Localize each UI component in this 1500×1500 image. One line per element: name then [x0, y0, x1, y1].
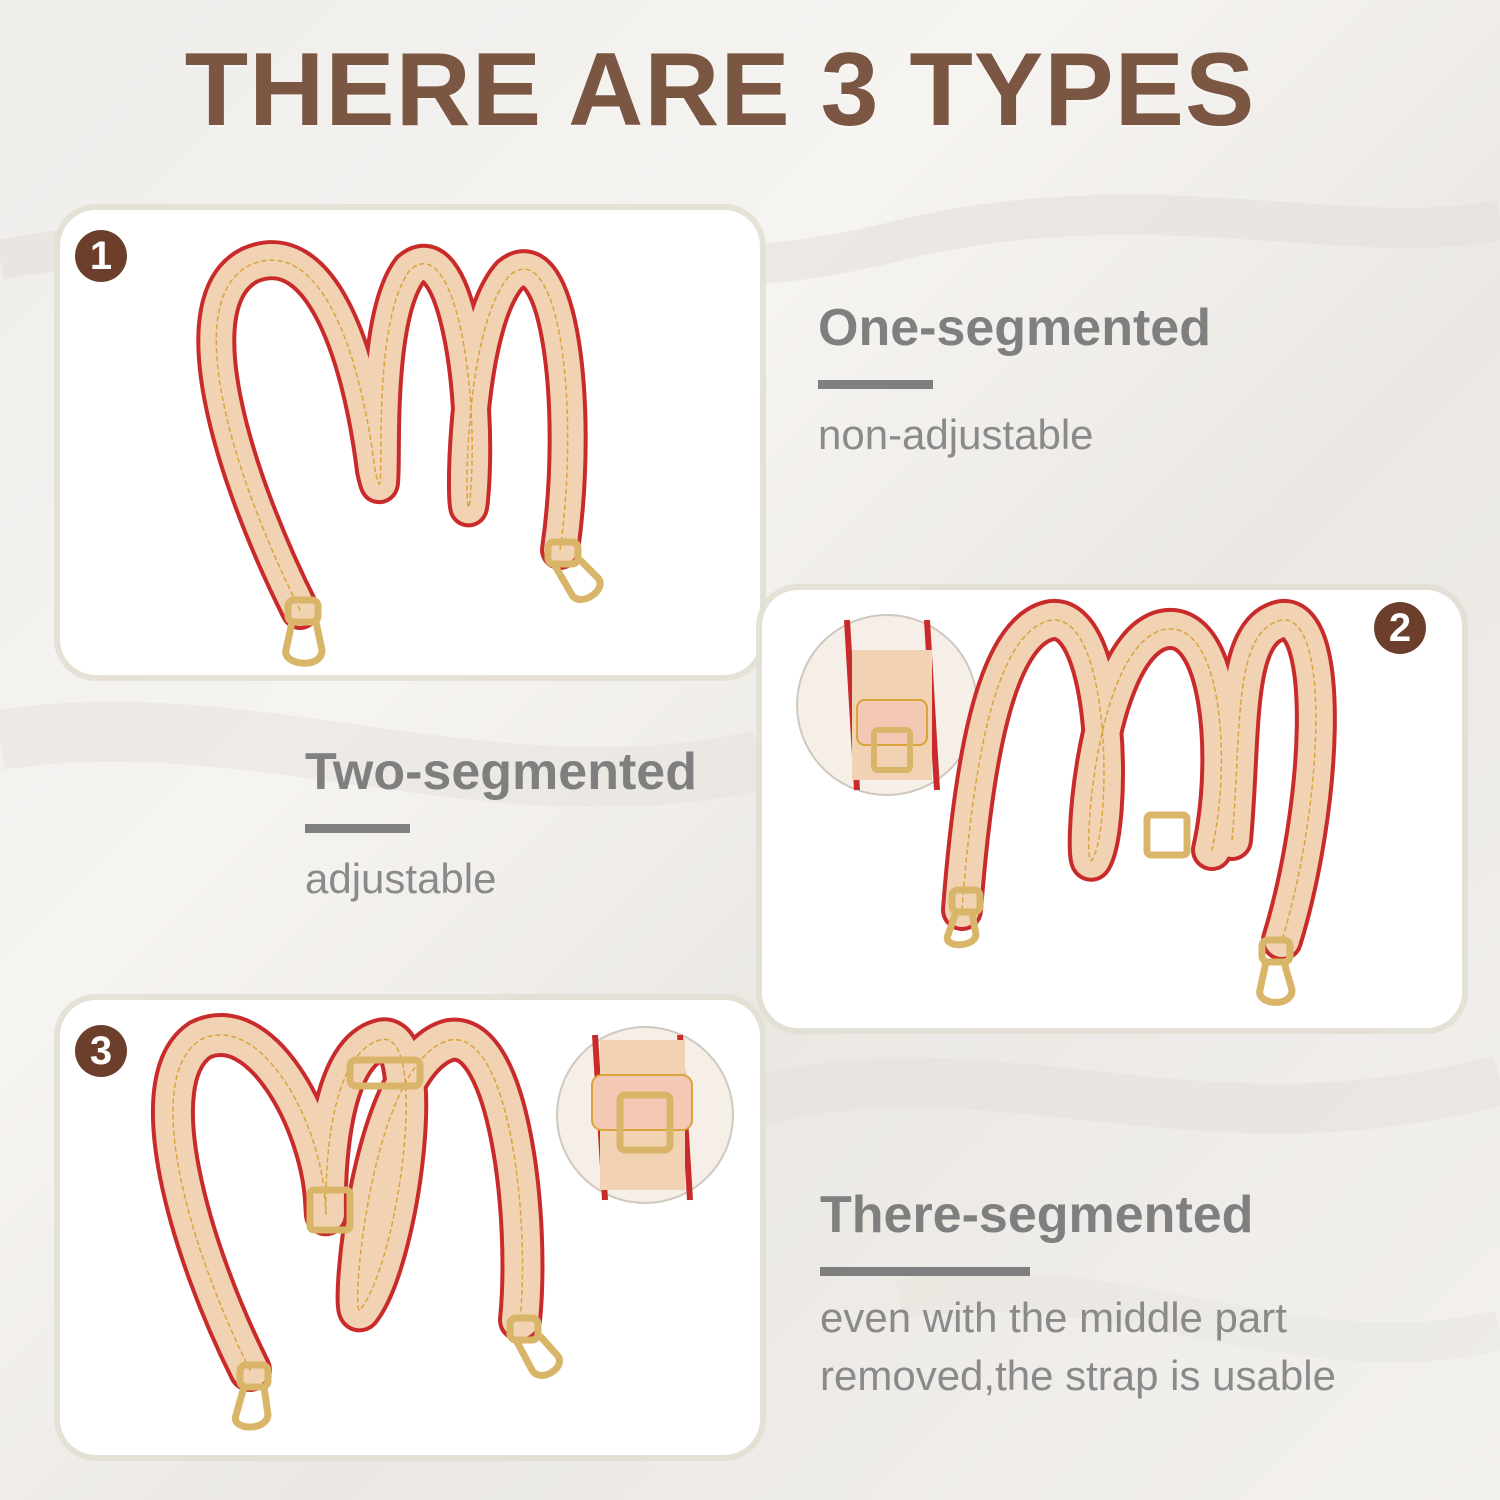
type-two-description: Two-segmented adjustable — [305, 742, 697, 907]
strap-panel-one-segmented: 1 — [60, 210, 760, 675]
type-title: One-segmented — [818, 299, 1211, 357]
type-title: There-segmented — [820, 1186, 1254, 1244]
type-three-description: There-segmented even with the middle par… — [820, 1185, 1336, 1404]
clasp-icon — [282, 538, 604, 667]
two-segmented-strap-image — [796, 599, 1337, 1006]
title-underline — [818, 380, 933, 389]
type-title: Two-segmented — [305, 743, 697, 801]
type-subtitle: non-adjustable — [818, 411, 1094, 458]
title-underline — [820, 1267, 1030, 1276]
strap-panel-two-segmented: 2 — [762, 590, 1462, 1028]
three-segmented-strap-image — [151, 1013, 734, 1431]
type-number-badge: 3 — [75, 1025, 127, 1077]
type-one-description: One-segmented non-adjustable — [818, 298, 1211, 463]
type-number-badge: 2 — [1374, 602, 1426, 654]
type-subtitle: even with the middle part — [820, 1294, 1287, 1341]
type-subtitle: adjustable — [305, 855, 497, 902]
one-segmented-strap-image — [196, 240, 604, 667]
type-subtitle: removed,the strap is usable — [820, 1352, 1336, 1399]
type-number-badge: 1 — [75, 230, 127, 282]
strap-panel-three-segmented: 3 — [60, 1000, 760, 1455]
title-underline — [305, 824, 410, 833]
page-headline: THERE ARE 3 TYPES — [184, 32, 1256, 148]
buckle-icon — [231, 1056, 563, 1431]
buckle-icon — [943, 811, 1296, 1006]
